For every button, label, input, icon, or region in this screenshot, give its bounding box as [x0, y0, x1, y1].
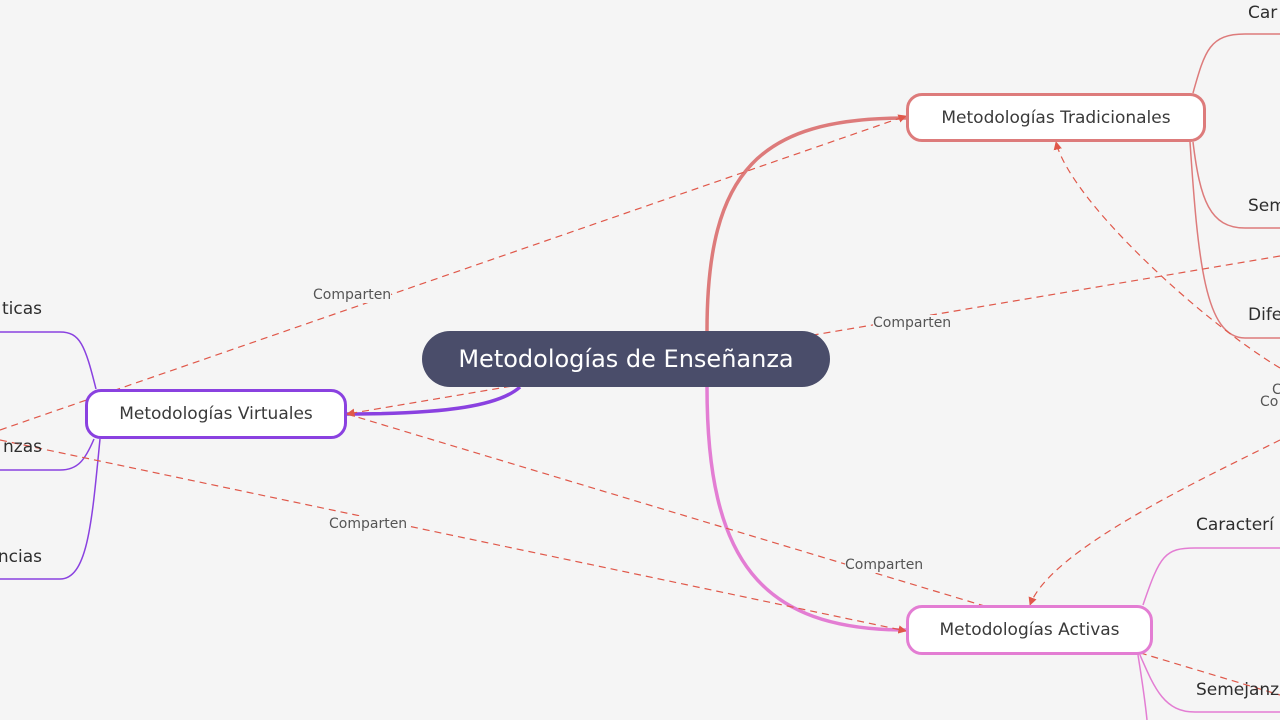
- leaf-connector-trad-2: [1192, 141, 1280, 229]
- subtopic-trad-1[interactable]: Car: [1248, 3, 1278, 23]
- leaf-connector-virt-3: [0, 438, 101, 580]
- relation-label-3[interactable]: Comparten: [329, 516, 408, 532]
- relation-line-3: [0, 439, 907, 634]
- relation-line-4: [346, 413, 1280, 696]
- leaf-connector-trad-1: [1192, 33, 1280, 94]
- branch-connector-virtuales: [346, 385, 522, 416]
- leaf-connector-virt-2: [0, 438, 95, 471]
- relation-line-5: [1053, 141, 1280, 369]
- topic-metodologias-tradicionales[interactable]: Metodologías Tradicionales: [906, 93, 1206, 142]
- topic-metodologias-virtuales[interactable]: Metodologías Virtuales: [85, 389, 347, 439]
- relation-line-1: [0, 114, 907, 431]
- leaf-connector-act-2: [1139, 654, 1280, 713]
- leaf-connector-trad-3: [1189, 141, 1280, 339]
- relation-label-4[interactable]: Comparten: [845, 557, 924, 573]
- subtopic-virt-1[interactable]: ticas: [1, 299, 42, 319]
- relation-label-5[interactable]: C: [1272, 382, 1280, 398]
- central-topic[interactable]: Metodologías de Enseñanza: [422, 331, 830, 387]
- branch-connector-activas: [705, 386, 907, 632]
- relation-label-1[interactable]: Comparten: [313, 287, 392, 303]
- subtopic-virt-3[interactable]: ncias: [0, 547, 42, 567]
- leaf-connector-virt-1: [0, 331, 97, 390]
- subtopic-trad-2[interactable]: Sem: [1248, 196, 1280, 216]
- relation-label-2[interactable]: Comparten: [873, 315, 952, 331]
- subtopic-virt-2[interactable]: nzas: [3, 437, 42, 457]
- subtopic-act-2[interactable]: Semejanz: [1196, 680, 1280, 700]
- leaf-connector-act-1: [1142, 547, 1280, 606]
- subtopic-trad-3[interactable]: Dife: [1248, 305, 1280, 325]
- relation-line-6: [1028, 439, 1280, 606]
- branch-connector-tradicionales: [705, 116, 907, 332]
- relation-label-6[interactable]: Co: [1260, 394, 1279, 410]
- topic-metodologias-activas[interactable]: Metodologías Activas: [906, 605, 1153, 655]
- leaf-connector-act-3: [1137, 654, 1148, 720]
- subtopic-act-1[interactable]: Caracterí: [1196, 515, 1274, 535]
